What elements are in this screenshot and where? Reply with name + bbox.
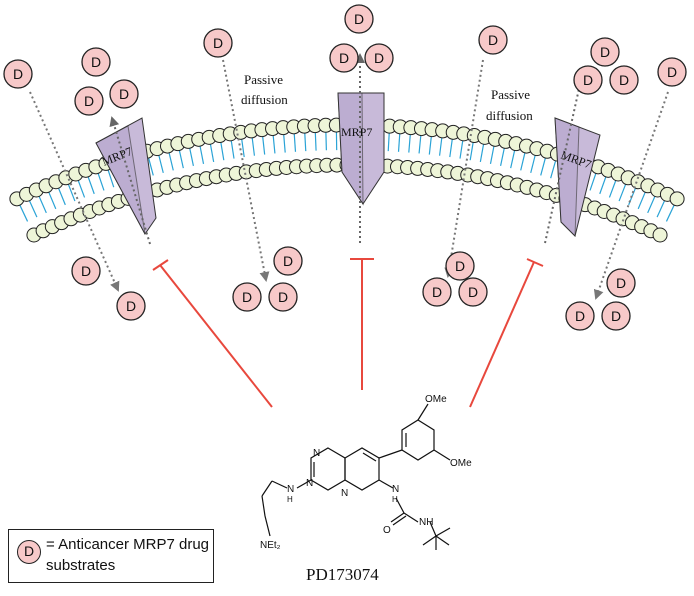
drug-molecule: D <box>82 48 110 76</box>
drug-molecule: D <box>658 58 686 86</box>
compound-name: PD173074 <box>306 565 379 584</box>
drug-molecule: D <box>479 26 507 54</box>
drug-molecule: D <box>233 283 261 311</box>
drug-molecule: D <box>345 5 373 33</box>
drug-molecule: D <box>459 278 487 306</box>
svg-text:Passive: Passive <box>244 72 283 87</box>
legend-drug-icon: D <box>17 540 41 564</box>
drug-molecule: D <box>75 87 103 115</box>
drug-label: D <box>278 289 288 305</box>
inhibition-lines <box>153 259 543 407</box>
drug-label: D <box>455 258 465 274</box>
drug-label: D <box>488 32 498 48</box>
svg-text:NH: NH <box>419 517 433 528</box>
drug-molecule: D <box>4 60 32 88</box>
mrp7-transporter-right: MRP7 <box>555 118 600 236</box>
transporter-label: MRP7 <box>341 125 372 139</box>
drug-molecule: D <box>610 66 638 94</box>
svg-text:OMe: OMe <box>425 394 447 405</box>
svg-text:N: N <box>306 478 313 489</box>
passive-diffusion-label-left: Passive diffusion <box>241 72 288 107</box>
pd173074-atom-labels: OMe OMe N N N N H N H NH O NEt₂ <box>260 394 472 551</box>
drug-label: D <box>13 66 23 82</box>
drug-label: D <box>84 93 94 109</box>
drug-label: D <box>126 298 136 314</box>
drug-label: D <box>374 50 384 66</box>
drug-molecule: D <box>591 38 619 66</box>
drug-molecule: D <box>574 66 602 94</box>
drug-molecule: D <box>365 44 393 72</box>
drug-label: D <box>667 64 677 80</box>
drug-label: D <box>339 50 349 66</box>
drug-label: D <box>432 284 442 300</box>
mrp7-transporter-left: MRP7 <box>96 118 156 234</box>
svg-text:H: H <box>392 495 398 504</box>
drug-molecule: D <box>607 269 635 297</box>
drug-label: D <box>468 284 478 300</box>
pd173074-structure <box>262 404 450 550</box>
drug-molecule: D <box>602 302 630 330</box>
svg-text:H: H <box>287 495 293 504</box>
svg-text:diffusion: diffusion <box>486 108 533 123</box>
drug-label: D <box>600 44 610 60</box>
svg-text:O: O <box>383 525 391 536</box>
svg-text:N: N <box>392 484 399 495</box>
drug-molecule: D <box>72 257 100 285</box>
inhibition-bar-left <box>153 260 168 270</box>
drug-label: D <box>611 308 621 324</box>
drug-label: D <box>575 308 585 324</box>
drug-molecule: D <box>423 278 451 306</box>
drug-label: D <box>119 86 129 102</box>
drug-molecule: D <box>117 292 145 320</box>
svg-text:N: N <box>341 488 348 499</box>
drug-label: D <box>81 263 91 279</box>
drug-label: D <box>242 289 252 305</box>
lipid-head <box>653 228 667 242</box>
passive-diffusion-label-right: Passive diffusion <box>486 87 533 123</box>
drug-label: D <box>354 11 364 27</box>
svg-text:N: N <box>287 484 294 495</box>
drug-label: D <box>616 275 626 291</box>
drug-label: D <box>213 35 223 51</box>
legend-text: = Anticancer MRP7 drug substrates <box>46 534 212 576</box>
drug-molecule: D <box>330 44 358 72</box>
drug-molecule: D <box>566 302 594 330</box>
drug-label: D <box>91 54 101 70</box>
drug-label: D <box>283 253 293 269</box>
lipid-head <box>670 192 684 206</box>
svg-text:diffusion: diffusion <box>241 92 288 107</box>
legend: D = Anticancer MRP7 drug substrates <box>8 529 214 583</box>
drug-molecule: D <box>269 283 297 311</box>
svg-text:OMe: OMe <box>450 458 472 469</box>
drug-label: D <box>619 72 629 88</box>
inhibition-bar-right <box>527 259 543 266</box>
drug-molecule: D <box>204 29 232 57</box>
drug-molecule: D <box>110 80 138 108</box>
drug-molecule: D <box>274 247 302 275</box>
svg-text:NEt₂: NEt₂ <box>260 540 281 551</box>
drug-molecule: D <box>446 252 474 280</box>
drug-label: D <box>583 72 593 88</box>
svg-text:Passive: Passive <box>491 87 530 102</box>
svg-text:N: N <box>313 448 320 459</box>
